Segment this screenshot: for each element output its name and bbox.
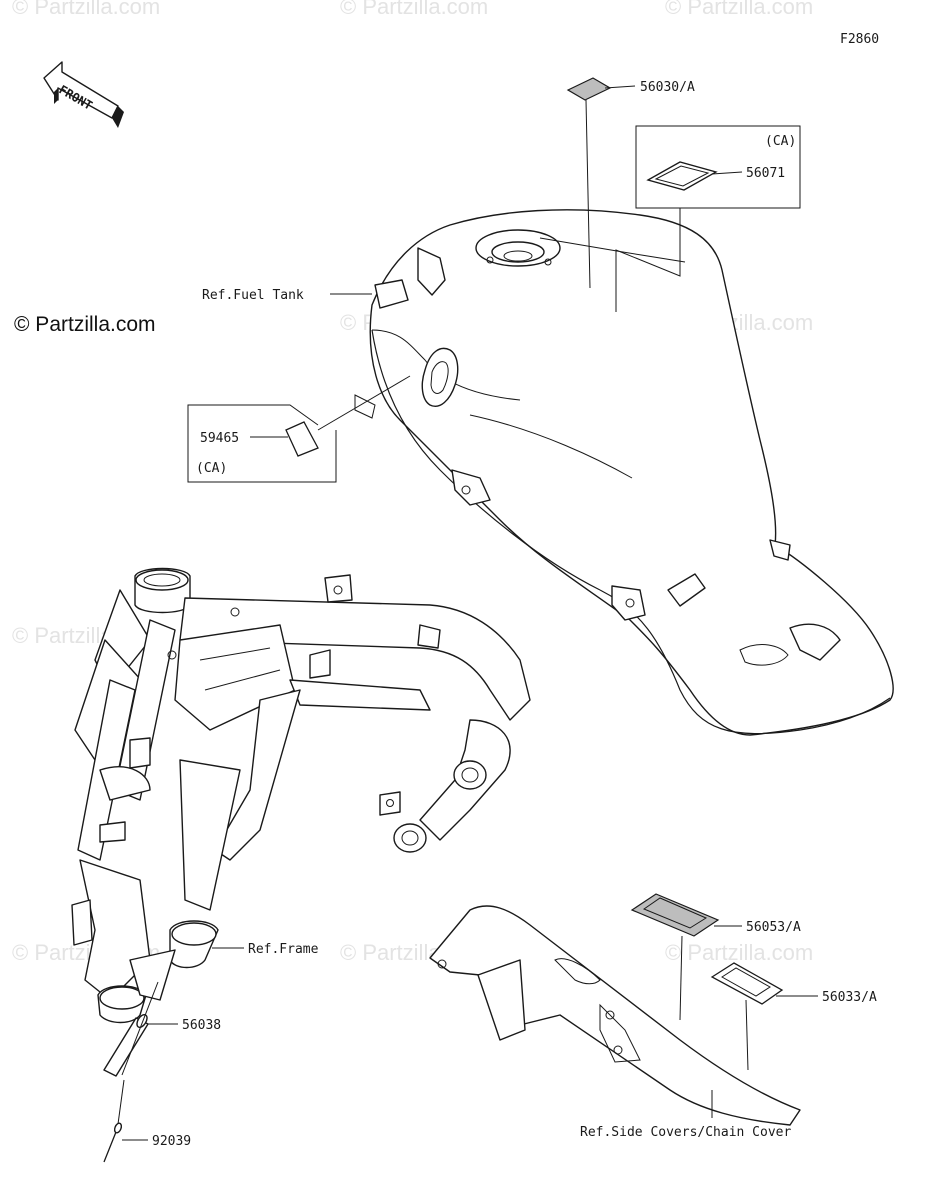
ref-fuel-tank-callout: Ref.Fuel Tank [202,288,372,303]
part-number-56071: 56071 [746,166,785,181]
watermark-text: © Partzilla.com [12,0,160,19]
ref-side-covers-label: Ref.Side Covers/Chain Cover [580,1125,791,1140]
part-number-56053: 56053/A [746,920,801,935]
watermark-text: © Partzilla.com [665,940,813,965]
part-number-92039: 92039 [152,1134,191,1149]
watermark-text: © Partzilla.com [665,0,813,19]
part-number-56033: 56033/A [822,990,877,1005]
part-56038-cap: 56038 [103,981,221,1077]
ca-marker: (CA) [196,461,227,476]
part-number-56038: 56038 [182,1018,221,1033]
label-sticker-56030: 56030/A [566,77,695,289]
chain-cover [429,905,801,1126]
label-sticker-56053: 56053/A [630,893,801,1021]
label-sticker-56033: 56033/A [710,962,877,1071]
ca-callout-box-top: (CA) 56071 [615,125,801,312]
brand-logo: © Partzilla.com [14,313,156,336]
watermark-text: © Partzilla.com [340,0,488,19]
ref-fuel-tank-label: Ref.Fuel Tank [202,288,304,303]
part-92039-pin: 92039 [103,1079,191,1163]
figure-code: F2860 [840,32,879,47]
fuel-tank [354,209,894,736]
front-direction-arrow-icon: FRONT [43,61,124,128]
frame [71,567,531,1024]
part-number-56030: 56030/A [640,80,695,95]
ref-frame-callout: Ref.Frame [212,942,319,957]
ref-side-covers-callout: Ref.Side Covers/Chain Cover [580,1090,791,1140]
ca-marker: (CA) [765,134,796,149]
ca-callout-box-left: (CA) 59465 [187,375,411,483]
part-number-59465: 59465 [200,431,239,446]
ref-frame-label: Ref.Frame [248,942,319,957]
